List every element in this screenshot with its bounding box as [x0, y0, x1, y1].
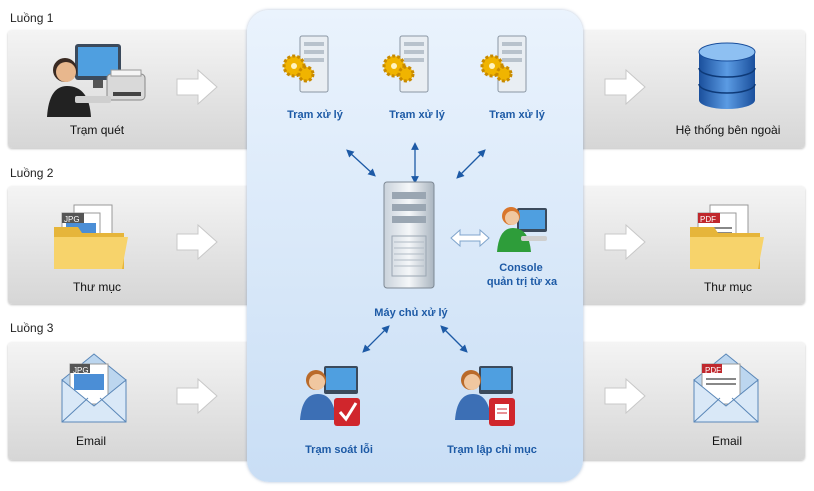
external-system-label: Hệ thống bên ngoài: [675, 123, 781, 137]
flow-label-1: Luồng 1: [10, 11, 54, 25]
index-station-label: Trạm lập chỉ mục: [447, 444, 537, 456]
arrow-right-icon: [604, 68, 646, 106]
input-folder-label: Thư mục: [72, 280, 122, 294]
email-jpg-icon: [61, 353, 127, 423]
arrow-right-icon: [176, 377, 218, 415]
processing-station-1-icon: [282, 35, 329, 93]
double-arrow-icon: [450, 228, 490, 248]
processing-station-2-icon: [382, 35, 429, 93]
jpg-badge: JPG: [73, 366, 89, 375]
output-email-label: Email: [711, 434, 742, 448]
folder-jpg-icon: [54, 204, 128, 269]
arrow-right-icon: [176, 223, 218, 261]
server-label: Máy chủ xử lý: [374, 307, 448, 319]
processing-station-1-label: Trạm xử lý: [287, 109, 343, 121]
pdf-badge: PDF: [705, 366, 721, 375]
flow-label-3: Luồng 3: [10, 321, 54, 335]
scanner-station-label: Trạm quét: [69, 123, 125, 137]
processing-station-2-label: Trạm xử lý: [389, 109, 445, 121]
console-user-icon: [497, 207, 547, 252]
index-station-icon: [455, 366, 515, 426]
console-label-line2: quản trị từ xa: [486, 276, 558, 288]
connector-arrows: [346, 142, 486, 353]
database-icon: [698, 42, 756, 109]
arrow-right-icon: [604, 223, 646, 261]
pdf-badge: PDF: [700, 215, 716, 224]
verify-station-icon: [300, 366, 360, 426]
processing-station-3-label: Trạm xử lý: [489, 109, 545, 121]
processing-station-3-icon: [480, 35, 527, 93]
scanner-station-icon: [47, 44, 146, 117]
server-icon: [383, 181, 435, 289]
arrow-right-icon: [604, 377, 646, 415]
verify-station-label: Trạm soát lỗi: [305, 444, 373, 456]
output-folder-label: Thư mục: [703, 280, 753, 294]
jpg-badge: JPG: [64, 215, 80, 224]
console-label-line1: Console: [499, 262, 543, 274]
email-pdf-icon: [693, 353, 759, 423]
input-email-label: Email: [75, 434, 106, 448]
arrow-right-icon: [176, 68, 218, 106]
flow-label-2: Luồng 2: [10, 166, 54, 180]
folder-pdf-icon: [690, 204, 764, 269]
